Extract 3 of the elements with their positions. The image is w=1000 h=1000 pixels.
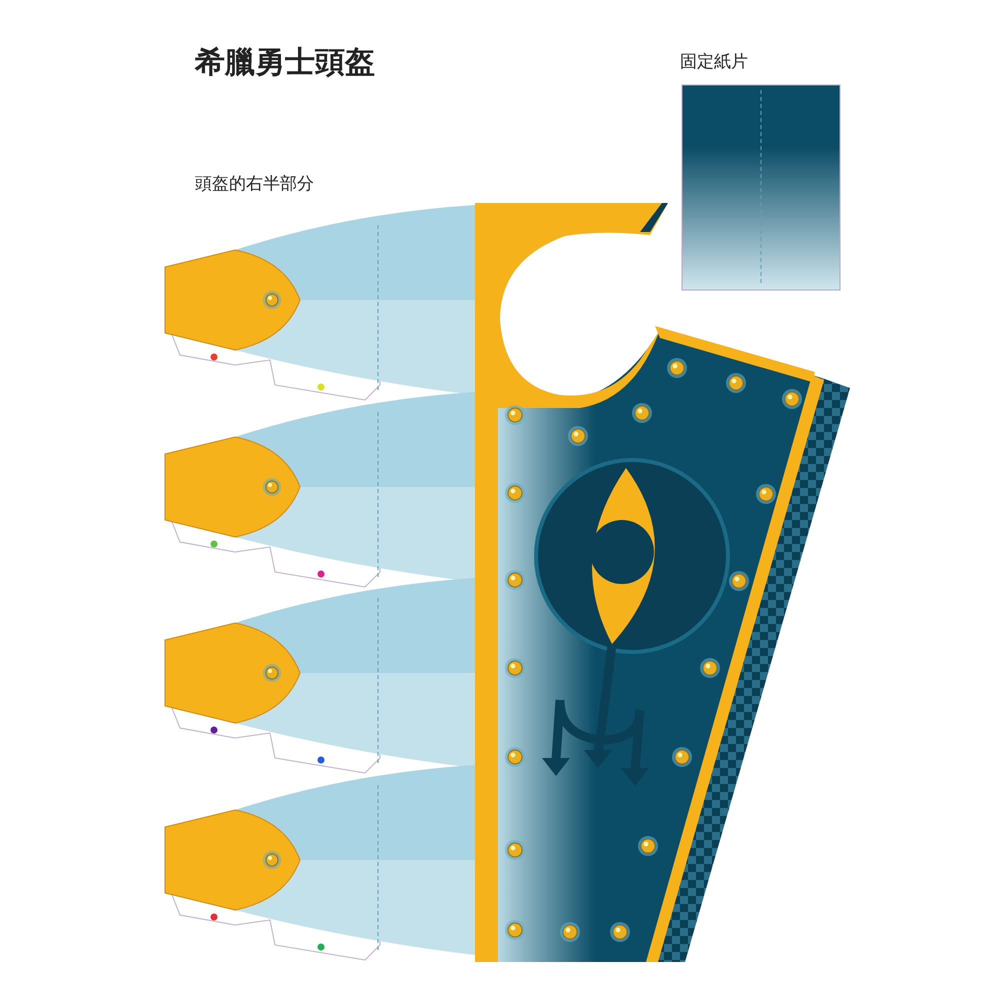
- section-label: 頭盔的右半部分: [195, 173, 314, 195]
- title: 希臘勇士頭盔: [195, 44, 375, 82]
- part-label: 固定紙片: [680, 51, 748, 73]
